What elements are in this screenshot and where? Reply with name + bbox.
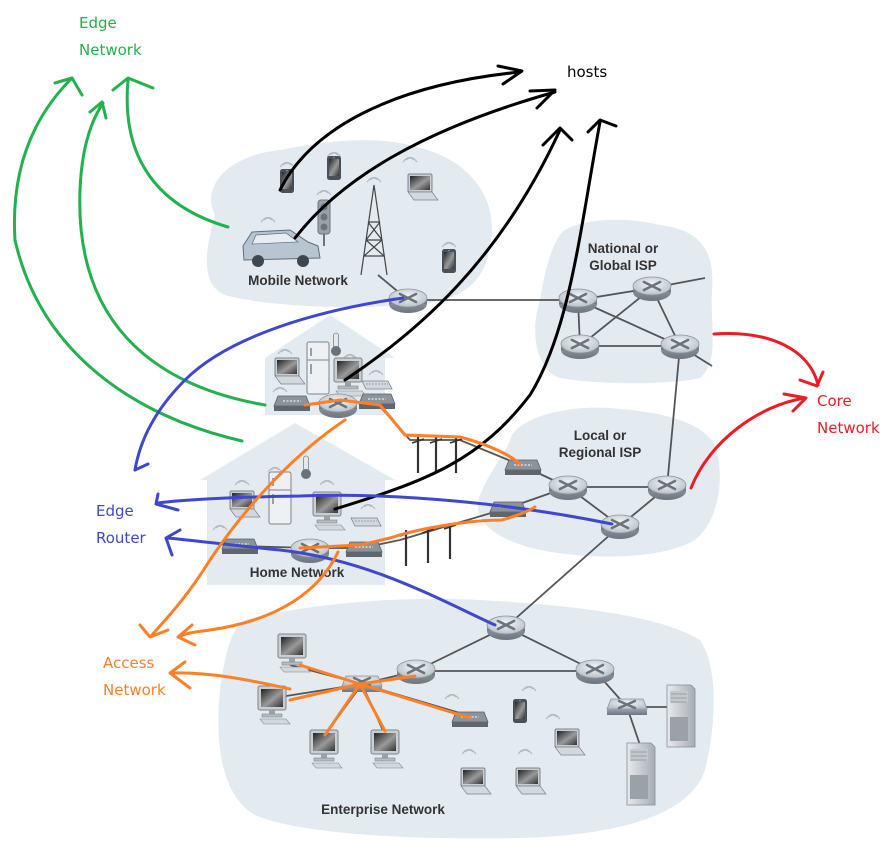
hosts-arrows xyxy=(278,64,618,511)
edge-router-label: Edge Router xyxy=(96,498,146,552)
access-network-label-line2: Network xyxy=(103,681,166,699)
core-network-label: Core Network xyxy=(817,388,880,442)
local-isp-label-line2: Regional ISP xyxy=(559,445,642,460)
local-isp-cloud xyxy=(477,407,720,557)
access-network-label: Access Network xyxy=(103,650,166,704)
enterprise-network-label: Enterprise Network xyxy=(321,802,445,817)
edge-router-arrows xyxy=(133,296,614,627)
edge-network-label-line1: Edge xyxy=(79,14,117,32)
national-isp-label-line1: National or xyxy=(588,241,659,256)
edge-network-label: Edge Network xyxy=(79,10,142,64)
home-upper-house xyxy=(265,315,395,415)
mobile-network-devices xyxy=(242,151,457,315)
car-icon xyxy=(242,216,321,267)
edge-router-label-line2: Router xyxy=(96,529,146,547)
core-network-label-line2: Network xyxy=(817,419,880,437)
access-network-label-line1: Access xyxy=(103,654,155,672)
edge-router-label-line1: Edge xyxy=(96,502,134,520)
cell-tower-icon xyxy=(360,176,388,276)
mobile-edge-router xyxy=(387,287,429,315)
national-isp-label-line2: Global ISP xyxy=(589,258,657,273)
local-isp-label-line1: Local or xyxy=(574,428,627,443)
hosts-label-text: hosts xyxy=(567,63,608,81)
core-network-arrows xyxy=(689,331,825,490)
smartphone-icon xyxy=(442,249,456,273)
edge-network-arrows xyxy=(12,76,267,443)
hosts-label: hosts xyxy=(567,59,607,86)
mobile-network-label: Mobile Network xyxy=(248,273,348,288)
smartphone-icon xyxy=(327,156,341,180)
core-network-label-line1: Core xyxy=(817,392,852,410)
edge-network-label-line2: Network xyxy=(79,41,142,59)
access-network-arrows xyxy=(138,398,537,737)
